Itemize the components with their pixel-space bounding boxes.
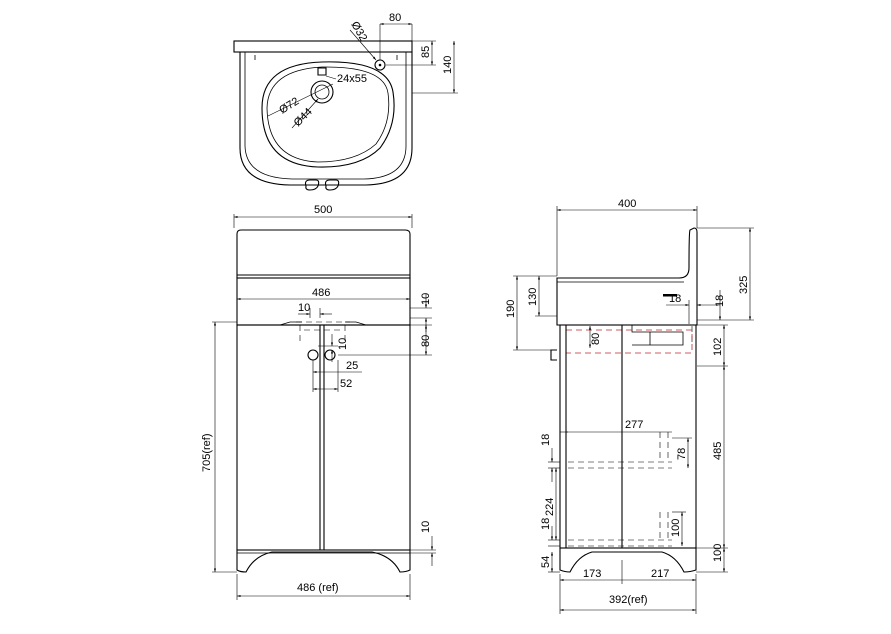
dim-label: 52 xyxy=(340,378,352,390)
bowl-outline xyxy=(261,61,395,168)
waste-outer-circle xyxy=(310,80,334,104)
dim-label: 392(ref) xyxy=(609,594,648,606)
dim-label: 224 xyxy=(544,498,556,516)
bowl-inner xyxy=(266,66,390,163)
dim-label: 80 xyxy=(389,12,401,24)
side-knob xyxy=(550,349,557,361)
basin-outline xyxy=(239,52,413,186)
splashback xyxy=(236,229,411,279)
dim-label: 54 xyxy=(540,556,552,568)
dim-label: 486 xyxy=(312,287,330,299)
dim-label: 10 xyxy=(298,302,310,314)
dim-label: 173 xyxy=(583,568,601,580)
dim-label: 140 xyxy=(442,56,454,74)
basin-side-profile xyxy=(556,227,698,326)
waste-inner-circle xyxy=(314,84,330,100)
tap-knob-left xyxy=(304,179,320,191)
basin-outline-inner xyxy=(244,52,407,180)
waste-trap xyxy=(631,325,684,346)
dim-label: Ø44 xyxy=(292,106,315,129)
dim-label: 100 xyxy=(670,519,682,537)
dim-label: 10 xyxy=(420,293,432,305)
dim-label: 80 xyxy=(590,333,602,345)
dim-label: 400 xyxy=(618,198,636,210)
dim-label: 18 xyxy=(714,295,726,307)
door-knob-right xyxy=(324,349,336,361)
dim-label: 130 xyxy=(527,288,539,306)
dim-label: 18 xyxy=(540,518,552,530)
dim-label: 80 xyxy=(420,335,432,347)
dim-label: 24x55 xyxy=(337,73,367,85)
basin-front xyxy=(236,277,411,326)
dim-label: 10 xyxy=(420,521,432,533)
dim-label: 190 xyxy=(505,300,517,318)
cabinet-side xyxy=(559,324,697,549)
dim-label: 18 xyxy=(669,293,681,305)
door-knob-left xyxy=(307,349,319,361)
dim-label: 85 xyxy=(420,46,432,58)
plinth xyxy=(236,549,411,573)
hidden-compartment xyxy=(565,329,693,354)
dim-label: 486 (ref) xyxy=(297,582,339,594)
tap-knob-right xyxy=(324,179,340,191)
dim-label: 102 xyxy=(712,338,724,356)
logo-mark xyxy=(663,294,677,297)
front-view: 500 486 10 10 80 10 25 52 705(ref) xyxy=(201,204,436,600)
dim-label: 277 xyxy=(625,419,643,431)
side-view: 400 325 130 190 18 18 80 102 277 18 xyxy=(505,198,754,614)
dim-label: 10 xyxy=(337,338,349,350)
dim-label: 500 xyxy=(314,204,332,216)
dim-label: 485 xyxy=(712,442,724,460)
dim-label: 18 xyxy=(540,434,552,446)
overflow-slot xyxy=(317,67,327,76)
basin-back-edge xyxy=(233,40,413,53)
dim-label: 325 xyxy=(738,276,750,294)
dim-label: 100 xyxy=(712,544,724,562)
plinth-side xyxy=(559,547,697,573)
dim-label: 25 xyxy=(346,360,358,372)
dim-label: 217 xyxy=(651,568,669,580)
dim-label: 705(ref) xyxy=(201,433,213,472)
dim-label: 78 xyxy=(676,448,688,460)
top-view: 80 Ø32 85 140 24x55 Ø72 Ø44 xyxy=(233,12,458,191)
